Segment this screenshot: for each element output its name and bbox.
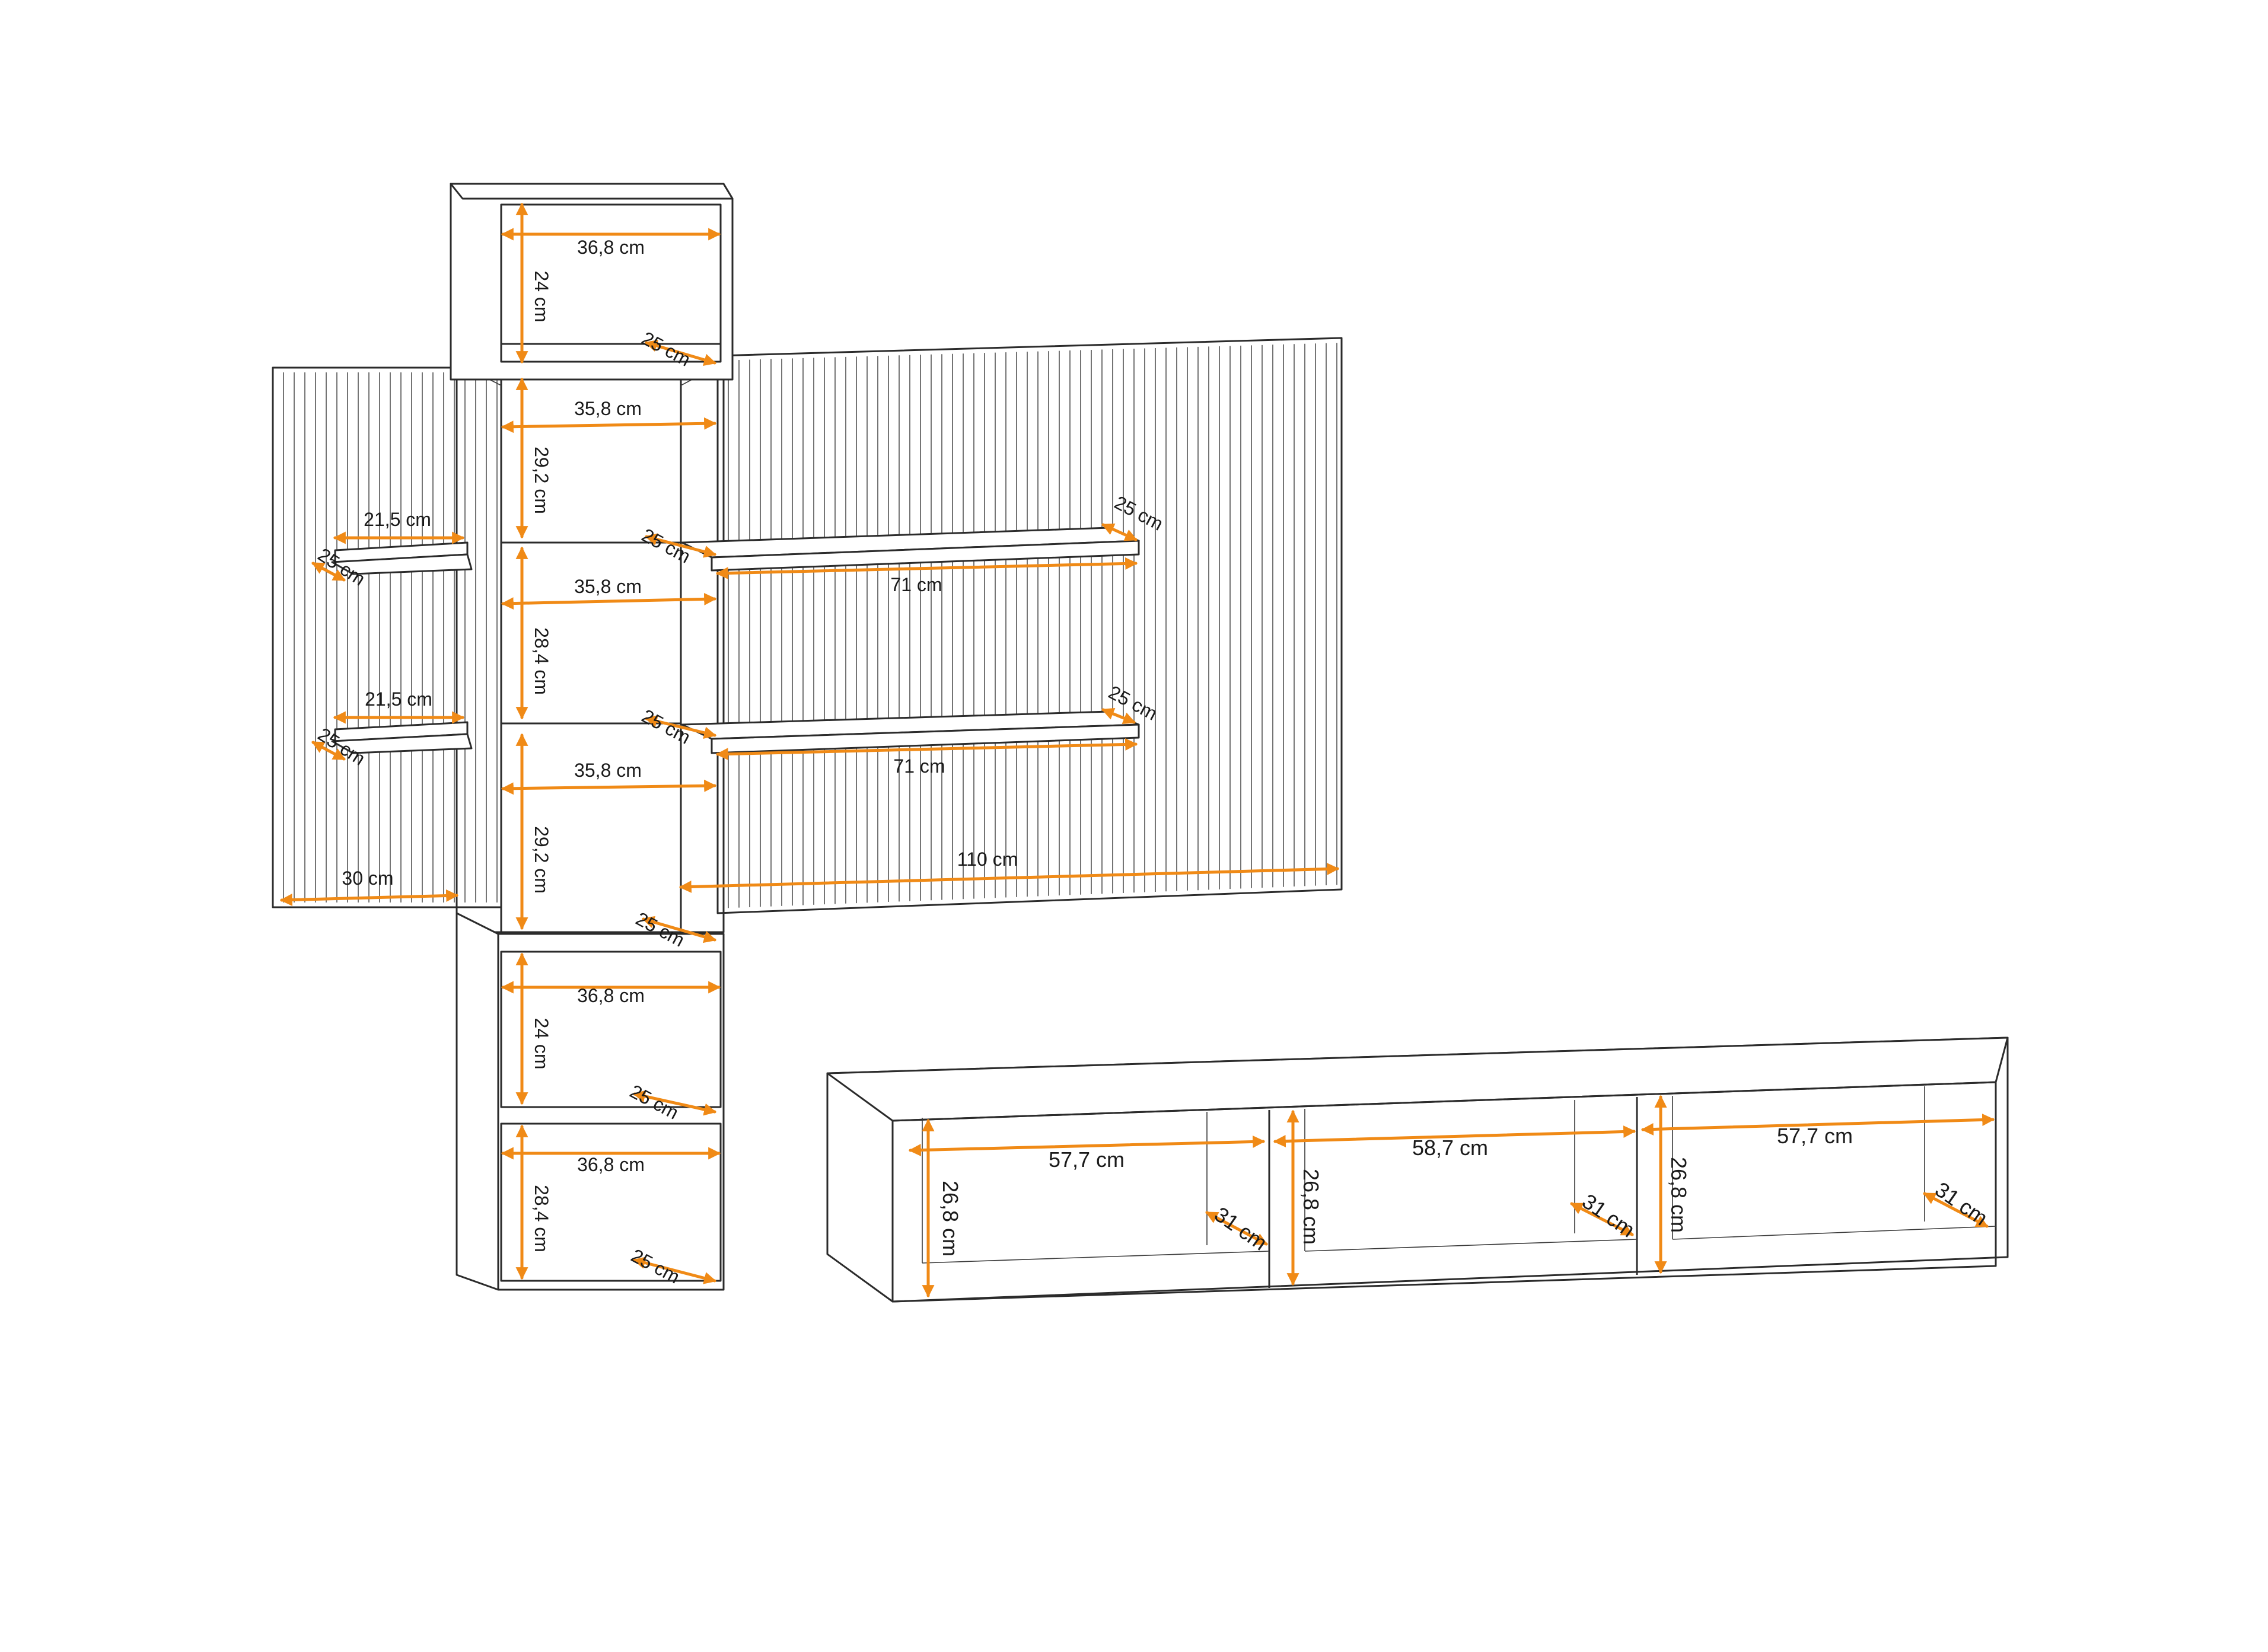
dimension-arrow xyxy=(632,1256,717,1284)
dimension-arrow xyxy=(311,741,346,761)
left-shelf-1 xyxy=(331,541,473,575)
dimension-arrow xyxy=(1101,707,1136,725)
dimension-arrow xyxy=(1273,1125,1636,1147)
dim-glass-1-depth: 25 cm xyxy=(638,524,694,567)
dim-left-shelf-1-width: 21,5 cm xyxy=(364,509,431,530)
dimension-arrow xyxy=(715,557,1138,580)
dim-glass-2-depth: 25 cm xyxy=(638,705,694,748)
dimension-arrow xyxy=(679,863,1340,893)
dimension-arrow xyxy=(908,1135,1266,1157)
dim-tv-3-width: 57,7 cm xyxy=(1777,1124,1853,1148)
dimension-arrow xyxy=(311,562,346,582)
dimension-arrow xyxy=(641,916,717,943)
dim-right-shelf-1-width: 71 cm xyxy=(890,574,942,595)
dim-left-shelf-2-width: 21,5 cm xyxy=(365,688,432,710)
dimension-arrow xyxy=(1641,1114,1995,1136)
dimension-arrow xyxy=(644,339,717,366)
dim-glass-3-height: 29,2 cm xyxy=(531,826,552,894)
dimension-arrow xyxy=(1205,1211,1268,1246)
dim-tv-1-width: 57,7 cm xyxy=(1049,1147,1125,1172)
dim-tv-3-height: 26,8 cm xyxy=(1667,1157,1691,1233)
dim-tv-2-height: 26,8 cm xyxy=(1299,1169,1323,1245)
dimension-arrow xyxy=(644,533,717,558)
dim-bottom-upper-depth: 25 cm xyxy=(626,1080,682,1124)
dimension-arrow xyxy=(715,738,1138,761)
left-shelf-2 xyxy=(331,721,473,754)
dimension-arrow xyxy=(501,592,717,610)
dim-glass-2-width: 35,8 cm xyxy=(574,576,642,597)
dimension-arrow xyxy=(1570,1202,1634,1236)
wall-unit xyxy=(272,183,1343,1291)
bottom-cabinet xyxy=(455,912,725,1291)
dim-glass-1-height: 29,2 cm xyxy=(531,447,552,514)
dimension-arrows xyxy=(279,202,1995,1298)
dim-left-panel-width: 30 cm xyxy=(342,868,393,889)
dimension-arrow xyxy=(501,779,717,795)
dimension-arrow xyxy=(632,1090,717,1116)
dim-glass-2-height: 28,4 cm xyxy=(531,627,552,695)
dimension-arrow xyxy=(1923,1192,1989,1228)
dim-tv-1-height: 26,8 cm xyxy=(938,1181,963,1256)
right-slat-panel xyxy=(716,337,1343,914)
dim-bottom-upper-height: 24 cm xyxy=(531,1018,552,1069)
dim-glass-3-width: 35,8 cm xyxy=(574,760,642,781)
dim-glass-1-width: 35,8 cm xyxy=(574,398,642,419)
dim-bottom-upper-width: 36,8 cm xyxy=(577,985,645,1006)
left-slat-panel xyxy=(272,366,502,908)
dimension-arrow xyxy=(501,417,717,433)
dimension-arrow xyxy=(644,715,717,739)
dim-top-cabinet-height: 24 cm xyxy=(531,270,552,322)
dim-right-shelf-2-width: 71 cm xyxy=(893,755,945,777)
dim-glass-3-depth: 25 cm xyxy=(632,908,688,951)
dim-tv-2-width: 58,7 cm xyxy=(1412,1136,1488,1160)
dimension-arrow xyxy=(279,889,459,907)
dim-bottom-lower-height: 28,4 cm xyxy=(531,1185,552,1252)
dim-top-cabinet-width: 36,8 cm xyxy=(577,237,645,258)
dimension-arrow xyxy=(1101,523,1138,541)
dim-right-panel-width: 110 cm xyxy=(957,849,1018,870)
tv-board xyxy=(826,1037,2009,1303)
dim-bottom-lower-width: 36,8 cm xyxy=(577,1154,645,1175)
